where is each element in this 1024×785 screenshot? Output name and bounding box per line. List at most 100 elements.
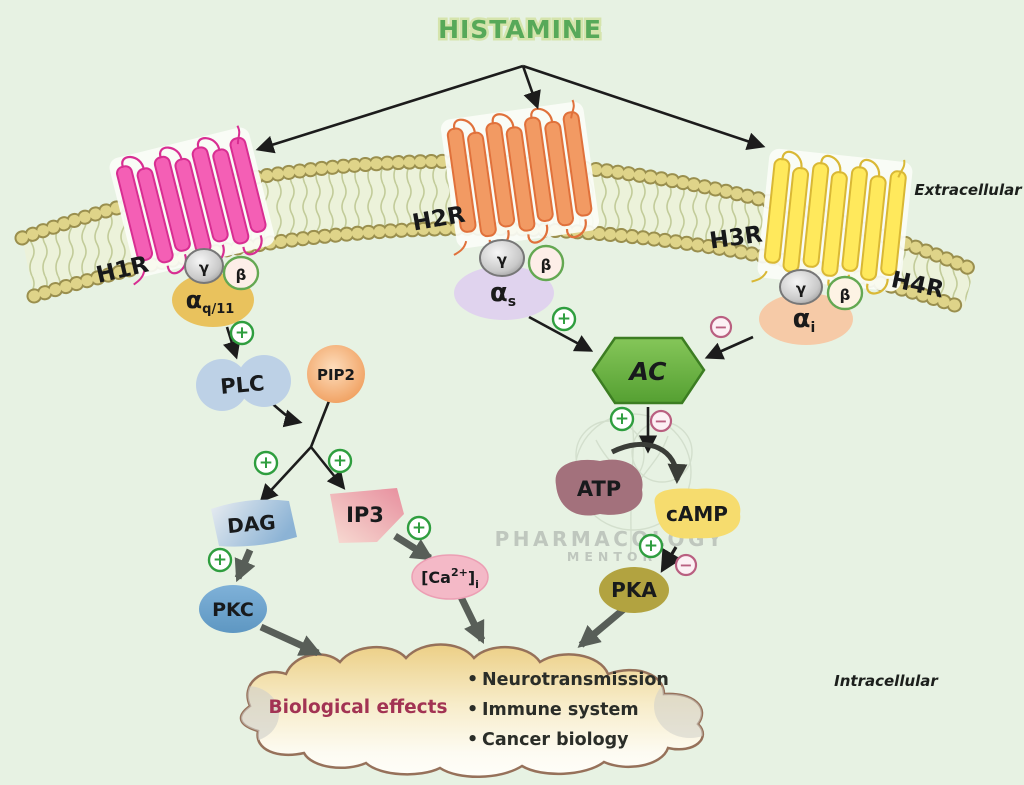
effect-bullet-1: • — [467, 670, 478, 690]
calcium-shape — [411, 554, 489, 600]
camp-label: cAMP — [666, 502, 728, 526]
transmembrane-helix — [229, 136, 267, 233]
pka-node: PKA — [599, 567, 669, 613]
pip2-shape — [307, 345, 365, 403]
receptor-loop — [166, 253, 188, 275]
svg-text:+: + — [615, 409, 629, 429]
plus-sign: + — [327, 448, 353, 474]
receptor-terminus-squiggle — [453, 99, 575, 256]
gamma-label: γ — [497, 251, 507, 269]
plc-shape-left — [196, 359, 248, 411]
inhibitory-signs: − − − — [649, 315, 733, 577]
pka-shape — [599, 567, 669, 613]
atp-shape — [555, 459, 643, 516]
camp-shape — [654, 488, 741, 539]
h2r-g-protein: γ β αs — [454, 239, 565, 320]
signal-arrows — [222, 64, 766, 573]
effect-bullet-2: • — [467, 700, 478, 720]
svg-text:−: − — [679, 556, 692, 575]
arrow-atp-to-camp-curved — [610, 441, 688, 484]
plus-sign: + — [253, 450, 279, 476]
receptor-loop — [242, 234, 263, 256]
beta-label: β — [541, 256, 552, 274]
title-glow: HISTAMINE — [438, 15, 602, 44]
receptor-loop — [527, 224, 549, 244]
svg-text:+: + — [235, 323, 249, 343]
plus-sign: + — [609, 406, 635, 432]
arrow-histamine-to-h3r — [522, 64, 766, 151]
effect-item-neurotransmission: Neurotransmission — [482, 670, 669, 690]
receptor-loop — [820, 154, 842, 174]
receptor-terminus-squiggle — [133, 125, 241, 286]
h3r-h4r-g-protein: γ β αi — [759, 269, 864, 345]
gamma-subunit — [479, 239, 525, 277]
receptor-loop — [453, 118, 476, 135]
receptor-loop — [858, 158, 881, 178]
svg-text:−: − — [654, 412, 667, 431]
plus-sign: + — [406, 515, 432, 541]
page-title: HISTAMINE — [438, 15, 602, 44]
beta-subunit — [222, 255, 260, 291]
plc-label: PLC — [219, 371, 265, 399]
effect-item-immune-system: Immune system — [482, 700, 639, 720]
gamma-subunit — [184, 248, 224, 284]
watermark-line2: MENTOR — [567, 549, 657, 564]
calcium-node: [Ca2+]i — [411, 554, 489, 600]
extracellular-label: Extracellular — [914, 181, 1023, 199]
minus-sign: − — [674, 553, 698, 577]
beta-label: β — [840, 286, 851, 304]
pip2-label: PIP2 — [317, 366, 355, 384]
alpha-i-subunit — [759, 293, 853, 345]
ac-node: AC — [591, 336, 706, 405]
receptor-loop — [196, 137, 221, 152]
svg-text:+: + — [644, 536, 658, 556]
dag-label: DAG — [226, 510, 276, 538]
atp-label: ATP — [577, 477, 621, 501]
pip2-node: PIP2 — [307, 345, 365, 403]
arrow-branch-to-ip3 — [309, 446, 346, 490]
ac-label: AC — [628, 357, 668, 386]
beta-label: β — [236, 266, 247, 284]
receptor-loop — [565, 219, 587, 239]
alpha-s-subunit — [454, 266, 554, 320]
arrow-pkc-to-effects — [259, 623, 323, 657]
minus-sign: − — [709, 315, 733, 339]
ip3-shape — [330, 488, 404, 543]
beta-subunit — [527, 244, 565, 282]
gamma-subunit — [779, 269, 823, 305]
pkc-label: PKC — [212, 599, 254, 621]
plus-sign: + — [551, 306, 577, 332]
receptor-loop — [121, 155, 145, 170]
ac-shape — [591, 336, 706, 405]
intracellular-label: Intracellular — [834, 672, 939, 690]
arrow-alphaq-to-plc — [222, 326, 241, 360]
receptor-layer — [109, 99, 913, 295]
arrow-alphai-to-ac — [704, 335, 754, 360]
arrow-alphas-to-ac — [528, 315, 594, 352]
arrow-branch-to-dag — [259, 446, 312, 503]
camp-node: cAMP — [654, 488, 741, 539]
arrow-histamine-to-h1r — [255, 64, 524, 154]
svg-text:+: + — [412, 518, 426, 538]
arrow-calcium-to-effects — [457, 595, 486, 645]
plus-sign: + — [229, 320, 255, 346]
svg-text:+: + — [213, 550, 227, 570]
effector-arrows — [234, 533, 627, 657]
alpha-i-label: αi — [793, 304, 816, 336]
pka-label: PKA — [611, 578, 657, 602]
ip3-label: IP3 — [346, 503, 384, 527]
pkc-shape — [199, 585, 267, 633]
effects-heading: Biological effects — [269, 697, 448, 718]
line-pip2-to-branch — [309, 400, 331, 448]
pkc-node: PKC — [199, 585, 267, 633]
gamma-label: γ — [199, 259, 209, 277]
plus-sign: + — [638, 533, 664, 559]
receptor-loop — [866, 278, 889, 295]
arrow-dag-to-pkc — [234, 548, 256, 583]
receptor-loop — [781, 150, 803, 170]
receptor-h2r — [440, 99, 600, 256]
svg-text:−: − — [714, 318, 727, 337]
gamma-label: γ — [796, 280, 806, 298]
